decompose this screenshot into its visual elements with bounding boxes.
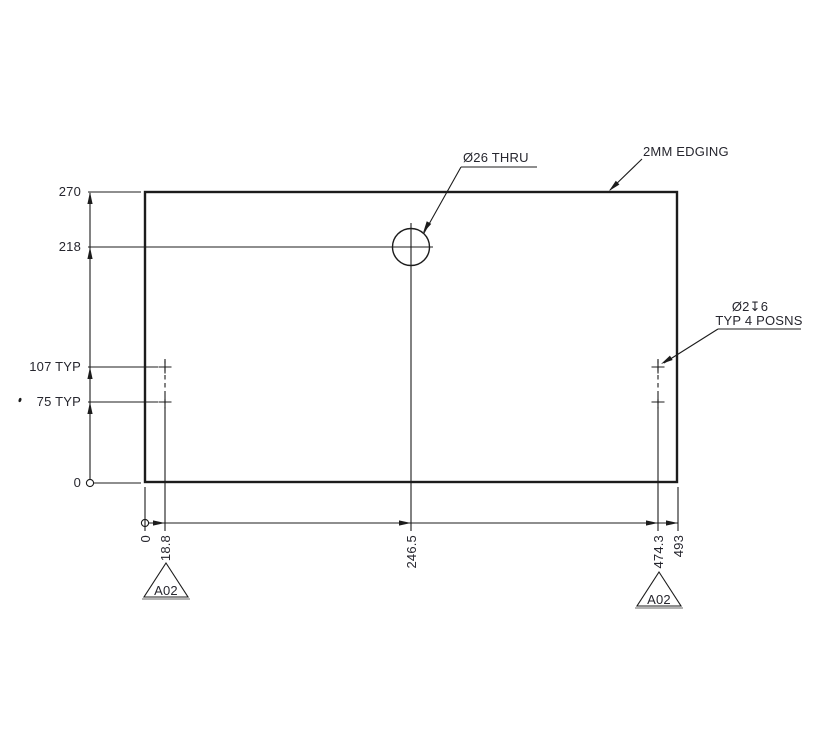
datum-tag-left: A02	[154, 583, 178, 598]
leader-line-small-holes	[663, 328, 801, 364]
callout-large-hole: Ø26 THRU	[463, 150, 529, 165]
arrowhead	[646, 520, 658, 526]
arrowhead	[666, 520, 678, 526]
dim-label-270: 270	[58, 184, 81, 199]
callout-small-holes-qty: TYP 4 POSNS	[715, 313, 803, 328]
arrowhead	[423, 221, 432, 233]
callout-edging: 2MM EDGING	[643, 144, 729, 159]
dim-label-0-bottom: 0	[138, 535, 153, 543]
arrowhead	[87, 192, 93, 204]
hole-position-cross	[158, 395, 172, 409]
dim-label-0-left: 0	[73, 475, 81, 490]
arrowhead	[399, 520, 411, 526]
left-origin-marker	[85, 478, 95, 488]
dim-label-107-typ: 107 TYP	[29, 359, 81, 374]
dim-label-18-8: 18.8	[158, 535, 173, 562]
dim-label-218: 218	[58, 239, 81, 254]
arrowhead	[87, 402, 93, 414]
dim-label-493: 493	[671, 535, 686, 558]
datum-tag-right: A02	[647, 592, 671, 607]
dim-label-474-3: 474.3	[651, 535, 666, 569]
arrowhead	[609, 180, 620, 191]
datum-triangle-right	[635, 570, 683, 607]
arrowhead	[87, 247, 93, 259]
leader-line-large-hole	[423, 166, 537, 234]
stray-mark	[18, 397, 22, 403]
callout-small-holes-spec: Ø2↧6	[731, 299, 769, 314]
arrowhead	[87, 367, 93, 379]
hole-position-cross	[651, 360, 665, 374]
datum-triangle-left	[142, 561, 190, 598]
dim-label-75-typ: 75 TYP	[36, 394, 81, 409]
arrowhead	[661, 355, 673, 364]
hole-position-cross	[651, 395, 665, 409]
hole-position-cross	[158, 360, 172, 374]
arrowhead	[153, 520, 165, 526]
dim-label-246-5: 246.5	[404, 535, 419, 569]
